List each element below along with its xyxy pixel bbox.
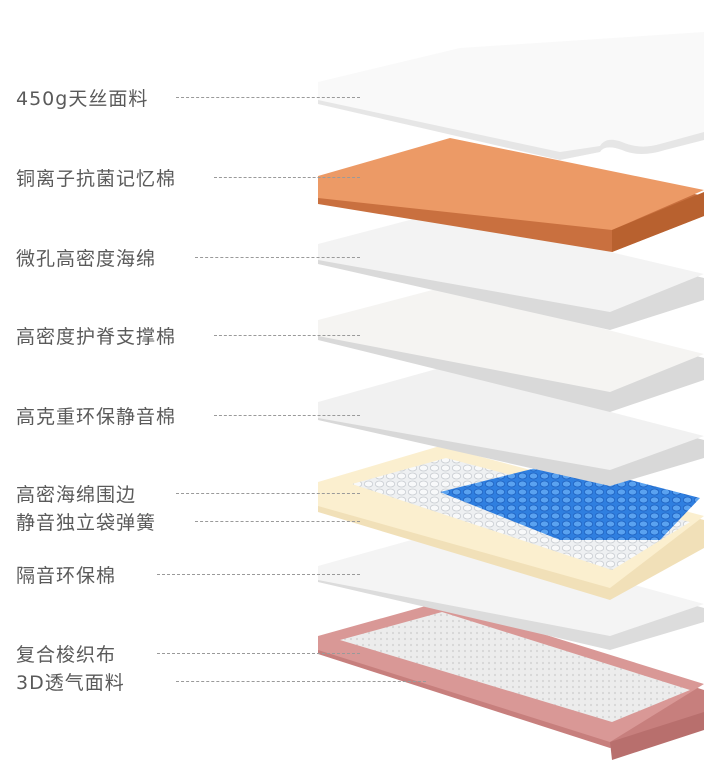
leader-line xyxy=(195,521,360,522)
leader-line xyxy=(176,681,426,682)
leader-line xyxy=(214,335,360,336)
label-silent-felt: 高克重环保静音棉 xyxy=(16,406,177,428)
label-spine-support-foam: 高密度护脊支撑棉 xyxy=(16,326,177,348)
spine-support-foam-layer xyxy=(318,288,704,412)
tencel-fabric-layer xyxy=(318,32,704,160)
label-pocket-springs: 静音独立袋弹簧 xyxy=(16,512,157,534)
label-foam-border: 高密海绵围边 xyxy=(16,484,137,506)
leader-line xyxy=(195,257,360,258)
label-eco-felt: 隔音环保棉 xyxy=(16,565,117,587)
label-woven-fabric: 复合梭织布 xyxy=(16,644,117,666)
leader-line xyxy=(157,574,360,575)
leader-line xyxy=(214,415,360,416)
spring-unit-layer xyxy=(318,446,704,600)
label-tencel-fabric: 450g天丝面料 xyxy=(16,88,149,110)
leader-line xyxy=(176,493,360,494)
leader-line xyxy=(176,97,360,98)
base-fabric-layer xyxy=(318,602,704,760)
label-3d-mesh: 3D透气面料 xyxy=(16,672,125,694)
eco-felt-layer xyxy=(318,532,704,650)
leader-line xyxy=(214,177,360,178)
label-copper-ion-foam: 铜离子抗菌记忆棉 xyxy=(16,168,177,190)
leader-line xyxy=(157,653,360,654)
microporous-foam-layer xyxy=(318,212,704,330)
label-microporous-foam: 微孔高密度海绵 xyxy=(16,248,157,270)
copper-ion-foam-layer xyxy=(318,138,704,252)
silent-felt-layer xyxy=(318,368,704,486)
